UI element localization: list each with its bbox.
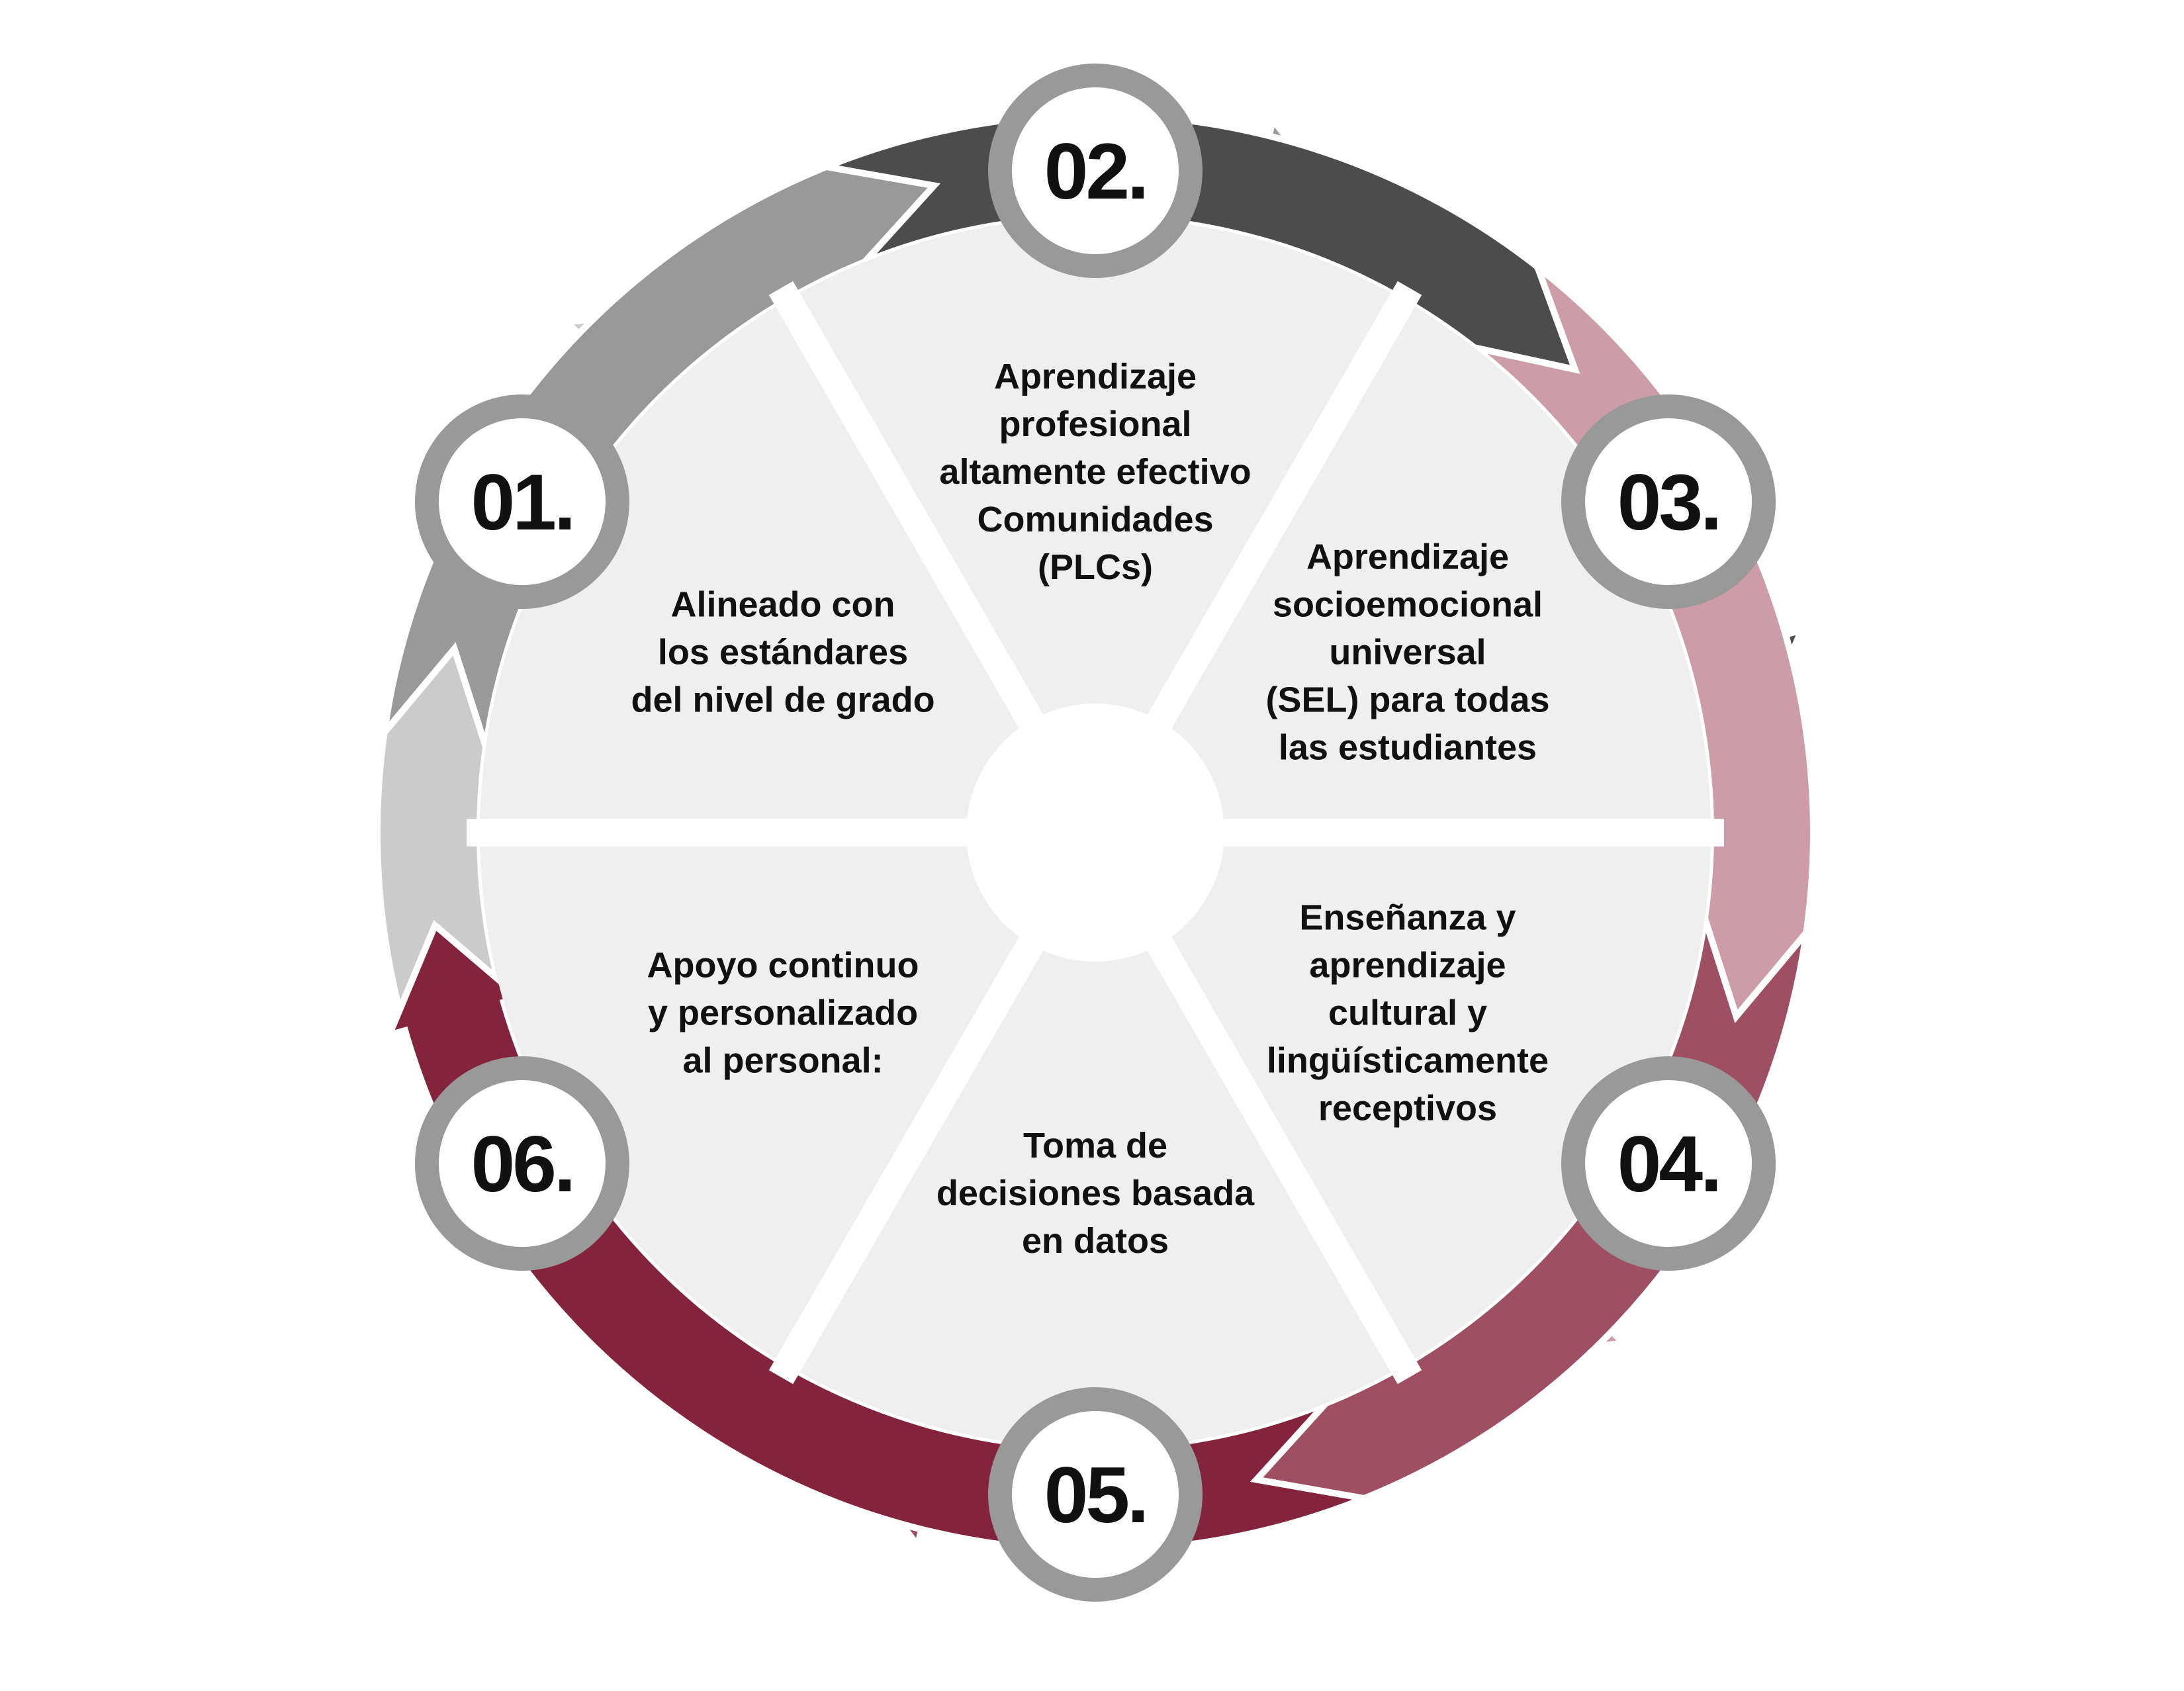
segment-label-4: Enseñanza y aprendizaje cultural y lingüíst…: [1267, 898, 1549, 1128]
badge-inner: [438, 418, 606, 585]
segment-label-6: Apoyo continuo y personalizado al personal…: [647, 946, 919, 1081]
badge-5: 05.: [988, 1387, 1203, 1602]
segment-label-line: cultural y: [1328, 993, 1487, 1033]
badge-number: 04.: [1617, 1120, 1720, 1209]
center-hub: [966, 704, 1224, 962]
badge-inner: [438, 1080, 606, 1247]
segment-label-5: Toma de decisiones basada en datos: [936, 1126, 1255, 1261]
segment-label-line: receptivos: [1318, 1089, 1497, 1128]
badge-inner: [1585, 1080, 1752, 1247]
segment-label-line: decisiones basada: [936, 1173, 1255, 1213]
segment-label-line: Apoyo continuo: [647, 946, 919, 985]
segment-label-line: Alineado con: [671, 585, 895, 625]
segment-label-2: Aprendizaje profesional altamente efectivo…: [939, 357, 1251, 587]
badge-inner: [1012, 1411, 1179, 1578]
segment-label-line: al personal:: [682, 1041, 883, 1081]
segment-label-line: del nivel de grado: [631, 680, 934, 720]
segment-label-line: lingüísticamente: [1267, 1041, 1549, 1081]
segment-label-line: profesional: [999, 404, 1191, 444]
segment-label-line: en datos: [1022, 1221, 1169, 1261]
segment-label-line: altamente efectivo: [939, 452, 1251, 492]
badge-3: 03.: [1561, 394, 1776, 609]
segment-label-line: (PLCs): [1038, 547, 1153, 587]
badge-inner: [1012, 87, 1179, 254]
segment-label-3: Aprendizaje socioemocional universal (SEL) …: [1265, 537, 1549, 768]
segment-label-line: socioemocional: [1273, 585, 1543, 625]
badge-number: 02.: [1044, 127, 1147, 216]
segment-label-line: y personalizado: [648, 993, 918, 1033]
segment-label-line: Enseñanza y: [1299, 898, 1516, 938]
badge-inner: [1585, 418, 1752, 585]
badge-1: 01.: [414, 394, 629, 609]
badge-2: 02.: [988, 64, 1203, 278]
segment-labels: Alineado con los estándares del nivel de g…: [631, 357, 1549, 1261]
badge-number: 03.: [1617, 458, 1720, 547]
badge-4: 04.: [1561, 1056, 1776, 1271]
segment-label-line: aprendizaje: [1309, 946, 1506, 985]
segment-label-line: los estándares: [658, 633, 908, 672]
badge-number: 06.: [471, 1120, 574, 1209]
segment-label-line: Toma de: [1023, 1126, 1167, 1165]
segment-label-line: Aprendizaje: [1306, 537, 1509, 577]
badge-6: 06.: [414, 1056, 629, 1271]
segment-label-line: (SEL) para todas: [1265, 680, 1549, 720]
segment-label-line: Comunidades: [977, 500, 1213, 539]
segment-label-line: las estudiantes: [1279, 728, 1537, 768]
badge-number: 05.: [1044, 1451, 1147, 1539]
badge-number: 01.: [471, 458, 574, 547]
number-badges: 01. 02. 03. 04. 05. 06.: [414, 64, 1776, 1602]
segment-label-line: universal: [1329, 633, 1486, 672]
segment-label-1: Alineado con los estándares del nivel de g…: [631, 585, 934, 720]
segment-label-line: Aprendizaje: [994, 357, 1197, 396]
